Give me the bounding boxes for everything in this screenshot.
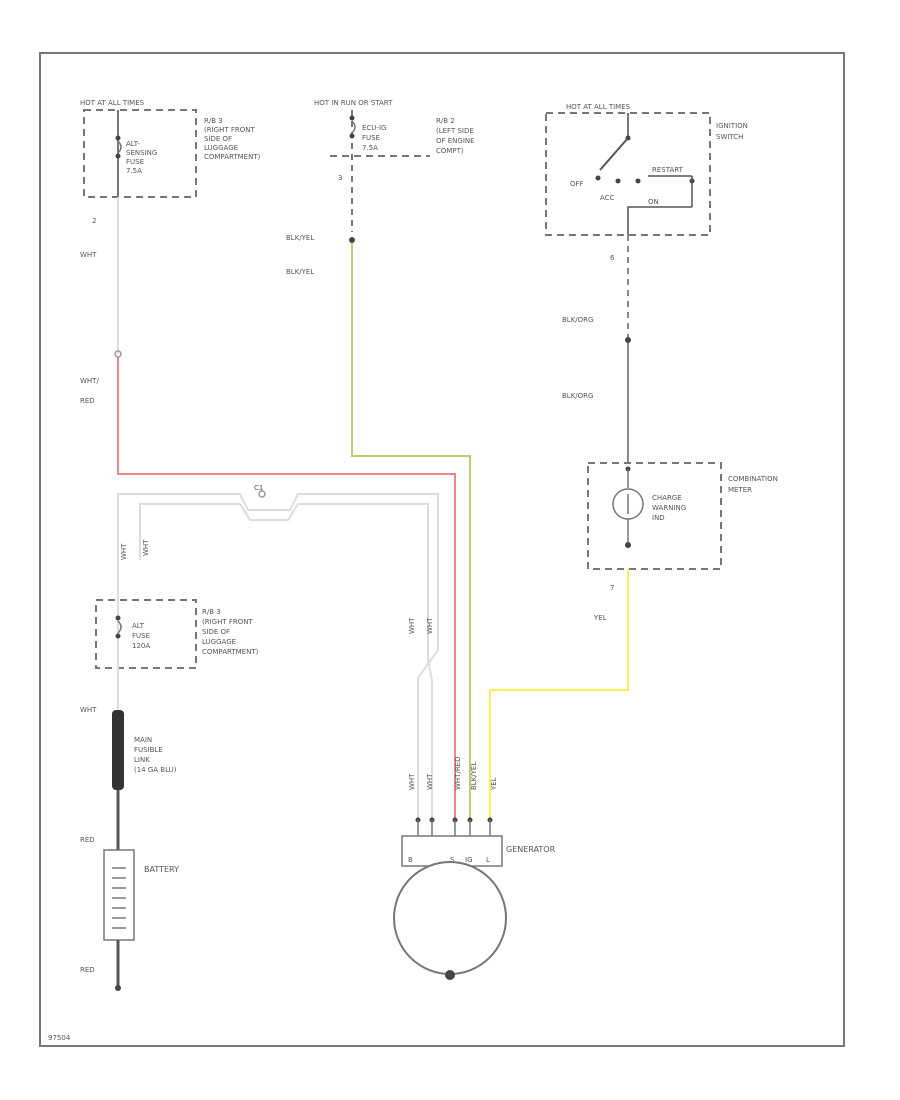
wire-label-wht-fusible: WHT <box>80 706 97 714</box>
wire-label-blkyel-gen: BLK/YEL <box>470 762 478 790</box>
generator: WHT WHT WHT/RED BLK/YEL YEL B S IG L GEN… <box>393 757 556 980</box>
alt-fuse-loc-3: SIDE OF <box>202 628 230 636</box>
wire-label-red-1: RED <box>80 836 95 844</box>
ecu-ig-name-1: ECU-IG <box>362 124 386 132</box>
alt-fuse-loc-4: LUGGAGE <box>202 638 236 646</box>
ecu-ig-pin: 3 <box>338 174 342 182</box>
feed-label-middle: HOT IN RUN OR START <box>314 99 393 107</box>
wire-label-yel: YEL <box>593 614 607 622</box>
wire-label-wht-alt-1: WHT <box>120 543 128 560</box>
splice-c1 <box>258 490 266 498</box>
generator-ground-node <box>445 970 455 980</box>
wire-wht-red <box>117 357 456 820</box>
wire-label-yel-gen: YEL <box>490 777 498 791</box>
alt-sensing-loc-3: SIDE OF <box>204 135 232 143</box>
ecu-ig-fuse: HOT IN RUN OR START ECU-IG FUSE 7.5A R/B… <box>314 99 475 232</box>
wire-label-wht-red-2: RED <box>80 397 95 405</box>
alt-sensing-loc-2: (RIGHT FRONT <box>204 126 255 134</box>
alt-fuse-name-1: ALT <box>132 622 145 630</box>
alt-fuse: ALT FUSE 120A R/B 3 (RIGHT FRONT SIDE OF… <box>95 599 259 669</box>
wire-label-red-2: RED <box>80 966 95 974</box>
gen-term-s: S <box>450 856 455 864</box>
battery-name: BATTERY <box>144 865 179 874</box>
ign-pin: 6 <box>610 254 615 262</box>
alt-sensing-name-2: SENSING <box>126 149 157 157</box>
ignition-switch: HOT AT ALL TIMES OFF ACC ON RESTART IGNI… <box>545 103 748 262</box>
wire-label-wht-top: WHT <box>80 251 97 259</box>
meter-ind-3: IND <box>652 514 665 522</box>
wire-label-wht-gen-3: WHT <box>408 773 416 790</box>
combination-meter: CHARGE WARNING IND COMBINATION METER 7 <box>587 462 778 592</box>
alt-fuse-loc-2: (RIGHT FRONT <box>202 618 253 626</box>
alt-fuse-name-2: FUSE <box>132 632 150 640</box>
ecu-ig-loc-2: (LEFT SIDE <box>436 127 474 135</box>
alt-sensing-pin: 2 <box>92 217 96 225</box>
gen-term-ig: IG <box>465 856 473 864</box>
meter-ind-2: WARNING <box>652 504 686 512</box>
ign-pos-restart: RESTART <box>652 166 684 174</box>
ign-pos-on: ON <box>648 198 659 206</box>
fusible-link-icon <box>112 710 124 790</box>
wire-label-wht-alt-2: WHT <box>142 539 150 556</box>
wire-label-blkorg-2: BLK/ORG <box>562 392 593 400</box>
meter-pin: 7 <box>610 584 614 592</box>
ecu-ig-loc-1: R/B 2 <box>436 117 455 125</box>
ecu-ig-loc-4: COMPT) <box>436 147 464 155</box>
wire-label-wht-gen-1: WHT <box>408 617 416 634</box>
meter-name-2: METER <box>728 486 752 494</box>
ecu-ig-rating: 7.5A <box>362 144 378 152</box>
fusible-name-3: LINK <box>134 756 150 764</box>
connector-blkyel <box>349 237 355 243</box>
meter-name-1: COMBINATION <box>728 475 778 483</box>
fusible-name-2: FUSIBLE <box>134 746 163 754</box>
alt-sensing-rating: 7.5A <box>126 167 142 175</box>
wire-label-blkorg-1: BLK/ORG <box>562 316 593 324</box>
fusible-spec: (14 GA BLU) <box>134 766 177 774</box>
alt-sensing-loc-5: COMPARTMENT) <box>204 153 261 161</box>
ign-pos-off: OFF <box>570 180 584 188</box>
footer-code: 97504 <box>48 1034 71 1042</box>
wire-label-blkyel-2: BLK/YEL <box>286 268 314 276</box>
wire-yel <box>489 569 629 820</box>
battery: BATTERY <box>103 849 179 941</box>
alt-sensing-loc-1: R/B 3 <box>204 117 223 125</box>
wire-label-wht-red-gen: WHT/RED <box>454 757 462 791</box>
alt-sensing-name-3: FUSE <box>126 158 144 166</box>
wire-blkyel <box>351 243 471 820</box>
alt-fuse-rating: 120A <box>132 642 150 650</box>
meter-ind-1: CHARGE <box>652 494 682 502</box>
generator-name: GENERATOR <box>506 845 556 854</box>
ign-name-1: IGNITION <box>716 122 748 130</box>
gen-term-b: B <box>408 856 413 864</box>
ecu-ig-loc-3: OF ENGINE <box>436 137 475 145</box>
ground-node <box>115 985 121 991</box>
alt-sensing-loc-4: LUGGAGE <box>204 144 238 152</box>
generator-icon <box>393 861 507 975</box>
alt-fuse-loc-1: R/B 3 <box>202 608 221 616</box>
alt-fuse-loc-5: COMPARTMENT) <box>202 648 259 656</box>
diagram-frame <box>39 52 845 1047</box>
main-fusible-link: MAIN FUSIBLE LINK (14 GA BLU) <box>112 710 177 790</box>
feed-label-right: HOT AT ALL TIMES <box>566 103 631 111</box>
ign-pos-acc: ACC <box>600 194 615 202</box>
connector-blkorg <box>625 337 631 343</box>
ecu-ig-name-2: FUSE <box>362 134 380 142</box>
alt-sensing-fuse: HOT AT ALL TIMES ALT- SENSING FUSE 7.5A … <box>80 99 261 225</box>
wire-label-wht-gen-4: WHT <box>426 773 434 790</box>
ign-name-2: SWITCH <box>716 133 743 141</box>
splice-label: C1 <box>254 484 263 492</box>
battery-icon <box>103 849 135 941</box>
wire-label-wht-gen-2: WHT <box>426 617 434 634</box>
feed-label-left: HOT AT ALL TIMES <box>80 99 145 107</box>
fusible-name-1: MAIN <box>134 736 152 744</box>
alt-sensing-name-1: ALT- <box>126 140 140 148</box>
gen-term-l: L <box>486 856 490 864</box>
wire-wht-loop-inner <box>139 503 433 820</box>
wire-label-blkyel-1: BLK/YEL <box>286 234 314 242</box>
wire-label-wht-red-1: WHT/ <box>80 377 99 385</box>
